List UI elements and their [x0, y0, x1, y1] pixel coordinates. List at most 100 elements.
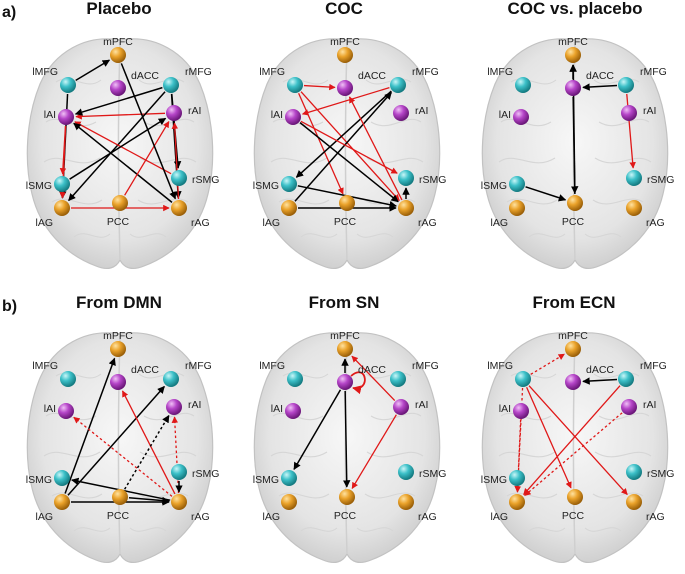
node-label-mPFC: mPFC — [558, 36, 588, 48]
node-rMFG — [163, 77, 179, 93]
node-PCC — [339, 195, 355, 211]
edge-dACC-to-lSMG — [293, 389, 342, 471]
node-label-rAG: rAG — [418, 217, 437, 229]
edge-PCC-to-rAI — [123, 414, 170, 490]
node-label-mPFC: mPFC — [330, 330, 360, 342]
node-PCC — [112, 489, 128, 505]
edge-rMFG-to-lSMG — [295, 90, 392, 178]
edge-rMFG-to-lAG — [68, 91, 166, 202]
edge-rAI-to-lAG — [524, 412, 623, 497]
node-PCC — [567, 489, 583, 505]
node-rAI — [393, 105, 409, 121]
node-label-dACC: dACC — [358, 364, 386, 376]
node-rAG — [626, 200, 642, 216]
node-label-rAI: rAI — [188, 105, 201, 117]
node-rAI — [621, 105, 637, 121]
node-label-lSMG: lSMG — [481, 180, 507, 192]
node-rAG — [398, 494, 414, 510]
node-PCC — [567, 195, 583, 211]
edge-lMFG-to-rAG — [528, 385, 628, 496]
node-label-lSMG: lSMG — [253, 474, 279, 486]
node-label-lMFG: lMFG — [259, 66, 285, 78]
node-lAG — [54, 494, 70, 510]
node-rAI — [393, 399, 409, 415]
node-label-rAG: rAG — [646, 511, 665, 523]
node-label-dACC: dACC — [358, 70, 386, 82]
node-mPFC — [110, 47, 126, 63]
node-label-mPFC: mPFC — [103, 330, 133, 342]
edge-lMFG-to-mPFC — [530, 353, 565, 375]
edge-rAI-to-mPFC — [351, 355, 396, 401]
edge-dACC-to-PCC — [342, 390, 351, 488]
edge-rAG-to-dACC — [121, 390, 176, 495]
node-lAI — [513, 403, 529, 419]
node-label-lSMG: lSMG — [481, 474, 507, 486]
node-label-rAI: rAI — [415, 105, 428, 117]
node-label-lAG: lAG — [490, 511, 508, 523]
edge-rAG-to-rAI — [171, 122, 180, 200]
node-label-rAI: rAI — [188, 399, 201, 411]
node-label-lMFG: lMFG — [32, 66, 58, 78]
brain-midline — [117, 41, 121, 261]
brain-midline — [117, 335, 121, 555]
node-label-PCC: PCC — [334, 510, 357, 522]
node-rSMG — [626, 170, 642, 186]
node-label-rSMG: rSMG — [647, 468, 674, 480]
node-rSMG — [626, 464, 642, 480]
node-lAG — [281, 200, 297, 216]
node-label-lAG: lAG — [490, 217, 508, 229]
node-label-lAI: lAI — [499, 109, 511, 121]
node-lMFG — [60, 371, 76, 387]
node-label-dACC: dACC — [586, 70, 614, 82]
node-lSMG — [281, 470, 297, 486]
node-label-PCC: PCC — [107, 510, 130, 522]
brain-midline — [572, 335, 576, 555]
node-dACC — [337, 374, 353, 390]
node-PCC — [339, 489, 355, 505]
panel-title: From SN — [309, 293, 380, 312]
node-mPFC — [565, 341, 581, 357]
node-label-rAG: rAG — [418, 511, 437, 523]
node-label-dACC: dACC — [131, 70, 159, 82]
node-rSMG — [171, 464, 187, 480]
node-label-lAG: lAG — [35, 217, 53, 229]
node-rMFG — [618, 371, 634, 387]
node-label-rMFG: rMFG — [185, 66, 212, 78]
edge-lAI-to-rSMG — [300, 120, 398, 174]
node-rAG — [626, 494, 642, 510]
node-lAI — [285, 109, 301, 125]
node-lAG — [509, 200, 525, 216]
node-PCC — [112, 195, 128, 211]
node-label-rAG: rAG — [191, 217, 210, 229]
edges — [293, 355, 397, 489]
node-dACC — [337, 80, 353, 96]
node-label-lAI: lAI — [44, 403, 56, 415]
edge-PCC-to-rAG — [128, 496, 170, 505]
node-label-mPFC: mPFC — [103, 36, 133, 48]
node-lAI — [58, 403, 74, 419]
node-mPFC — [565, 47, 581, 63]
edge-PCC-to-rAI — [124, 121, 170, 196]
node-label-PCC: PCC — [107, 216, 130, 228]
node-lMFG — [515, 371, 531, 387]
node-dACC — [110, 374, 126, 390]
node-lSMG — [509, 176, 525, 192]
edge-rAI-to-lAI — [75, 112, 166, 120]
node-lSMG — [281, 176, 297, 192]
node-dACC — [565, 80, 581, 96]
node-rMFG — [390, 371, 406, 387]
node-rAI — [166, 399, 182, 415]
node-label-lAI: lAI — [499, 403, 511, 415]
edge-rAG-to-lAI — [73, 416, 173, 497]
node-label-lAI: lAI — [271, 109, 283, 121]
